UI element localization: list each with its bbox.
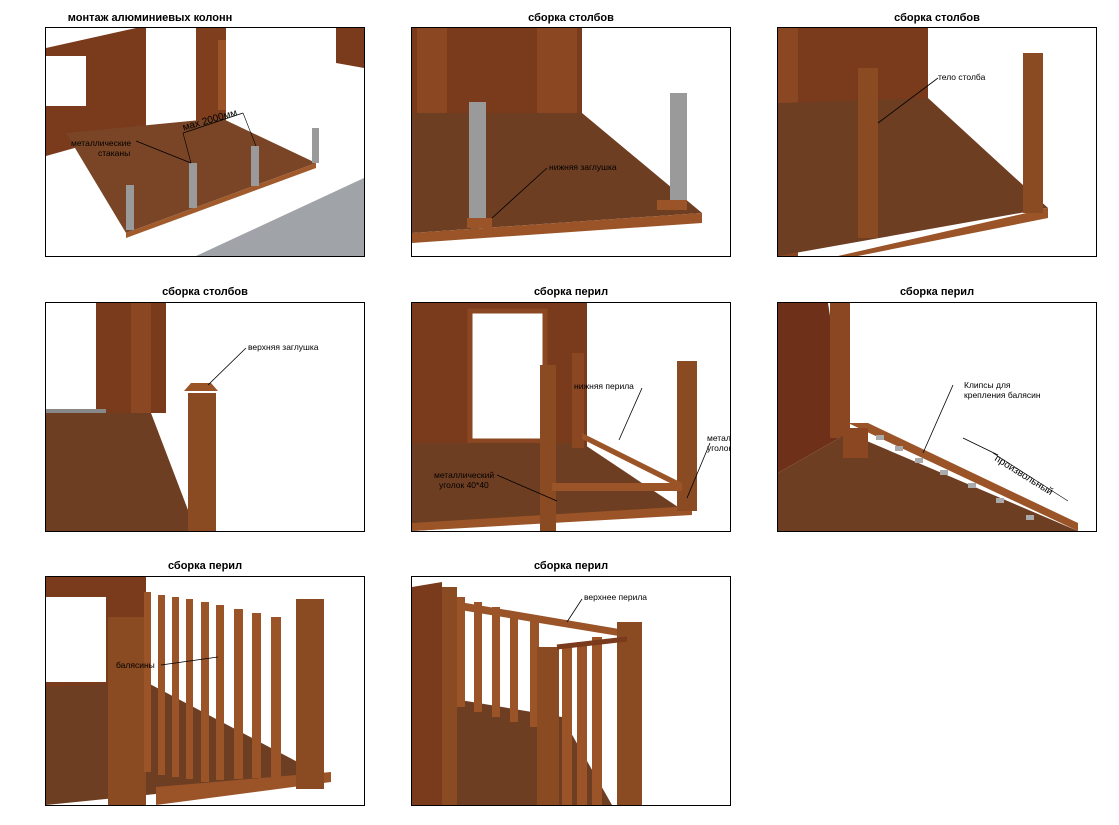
- label-top-rail: верхнее перила: [584, 592, 648, 602]
- panel-5-railing-assembly: нижняя перила металлический уголок 40*40…: [411, 302, 731, 532]
- panel-3-illustration: [778, 28, 1048, 256]
- panel-8-title: сборка перил: [533, 560, 609, 572]
- label-balusters: балясины: [116, 660, 155, 670]
- label-metal-angle-left-line2: уголок 40*40: [439, 480, 489, 490]
- label-metal-sleeves-line1: металлические: [71, 138, 132, 148]
- label-metal-sleeves-line2: стаканы: [98, 148, 131, 158]
- label-metal-angle-left-line1: металлический: [434, 470, 495, 480]
- panel-7-illustration: [46, 577, 331, 805]
- panel-8-illustration: [412, 582, 642, 805]
- label-metal-angle-right-line2: уголок 40*40: [707, 443, 731, 453]
- panel-7-railing-assembly: балясины: [45, 576, 365, 806]
- label-baluster-clips-line2: крепления балясин: [964, 390, 1041, 400]
- panel-6-railing-assembly: Клипсы для крепления балясин произвольны…: [777, 302, 1097, 532]
- label-baluster-clips-line1: Клипсы для: [964, 380, 1011, 390]
- panel-3-post-assembly: тело столба: [777, 27, 1097, 257]
- label-metal-angle-right-line1: металлический: [707, 433, 731, 443]
- panel-4-illustration: [46, 303, 247, 531]
- panel-5-title: сборка перил: [533, 286, 609, 298]
- panel-4-title: сборка столбов: [162, 286, 248, 298]
- panel-2-post-assembly: нижняя заглушка: [411, 27, 731, 257]
- panel-1-aluminum-columns: металлические стаканы мах 2000мм: [45, 27, 365, 257]
- label-bottom-rail: нижняя перила: [574, 381, 634, 391]
- label-post-body: тело столба: [938, 72, 986, 82]
- panel-5-illustration: [412, 303, 711, 531]
- panel-2-illustration: [412, 28, 702, 243]
- label-bottom-cap: нижняя заглушка: [549, 162, 617, 172]
- panel-6-title: сборка перил: [899, 286, 975, 298]
- label-top-cap: верхняя заглушка: [248, 342, 319, 352]
- panel-1-illustration: [46, 28, 364, 256]
- panel-8-railing-assembly: верхнее перила: [411, 576, 731, 806]
- panel-6-illustration: [778, 303, 1078, 531]
- panel-2-title: сборка столбов: [528, 12, 614, 24]
- panel-3-title: сборка столбов: [894, 12, 980, 24]
- panel-4-post-assembly: верхняя заглушка: [45, 302, 365, 532]
- panel-7-title: сборка перил: [167, 560, 243, 572]
- panel-1-title: монтаж алюминиевых колонн: [67, 12, 233, 24]
